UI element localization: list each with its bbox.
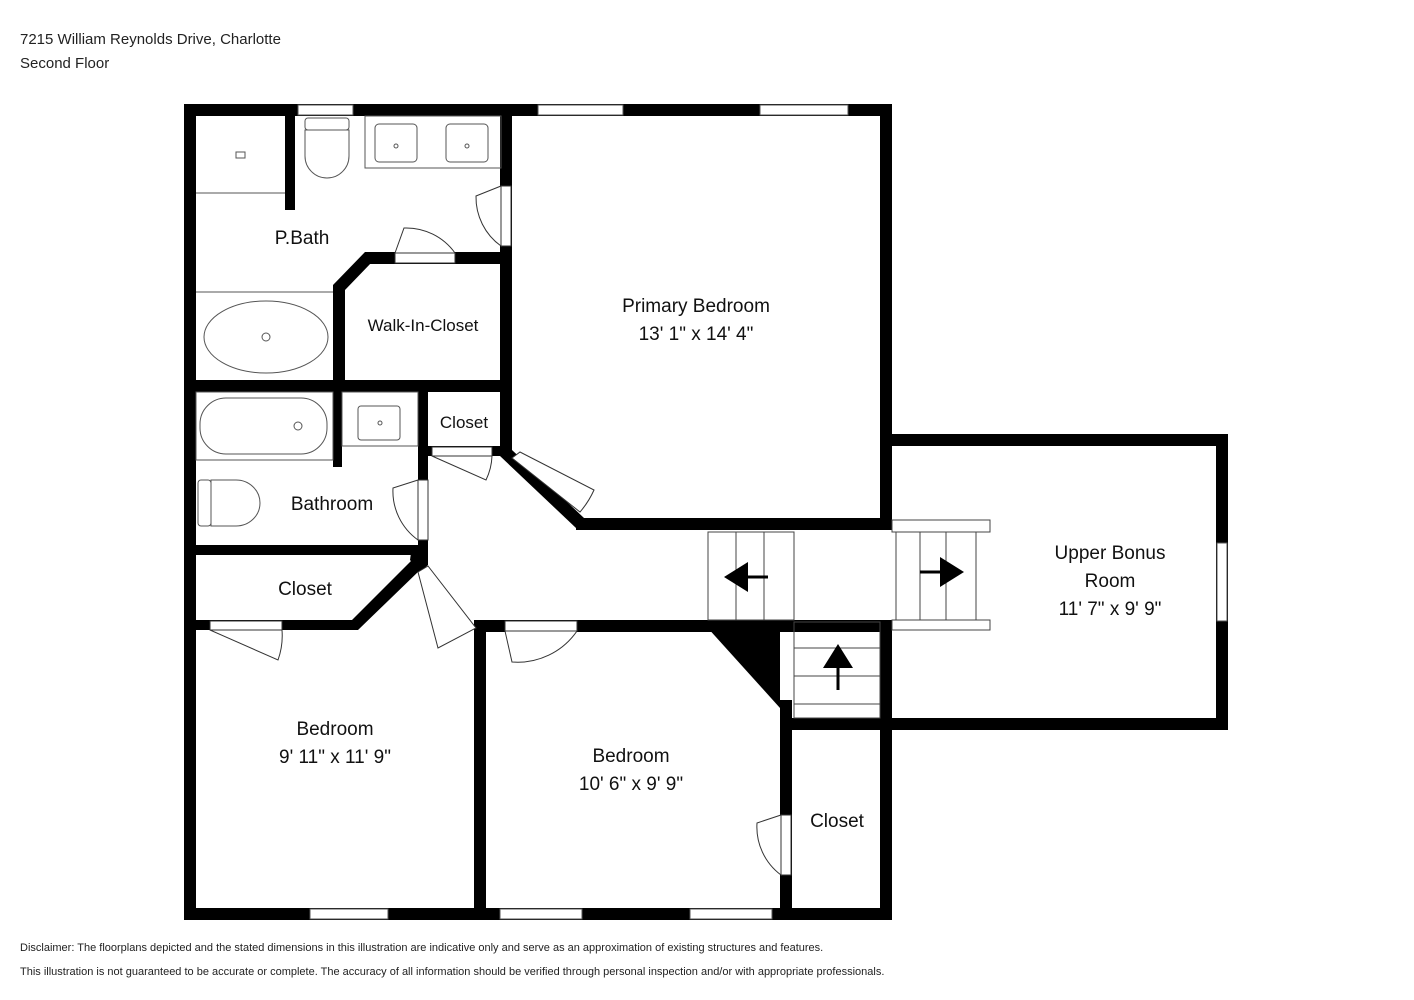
door-swing <box>392 479 419 541</box>
wall-closet-left-corner <box>410 546 428 572</box>
sink-icon <box>357 405 401 441</box>
door-opening <box>780 814 792 876</box>
wall-bedroom-divider <box>474 626 486 920</box>
room-label-upper-bonus-2: Room <box>1085 571 1136 592</box>
door-opening <box>394 252 456 264</box>
door-opening <box>431 446 493 457</box>
window <box>689 908 773 920</box>
room-label-closet-hall: Closet <box>440 413 488 432</box>
doors <box>209 185 792 876</box>
door-swing <box>431 455 493 481</box>
room-label-bedroom-mid: Bedroom <box>592 746 669 767</box>
wall-left <box>184 104 196 920</box>
window <box>759 104 849 116</box>
door-opening <box>500 185 512 247</box>
sink-icon <box>445 123 489 163</box>
door-swing <box>504 630 578 663</box>
toilet-tank-icon <box>197 479 212 527</box>
stair-void <box>706 626 780 708</box>
room-dims-upper-bonus: 11' 7" x 9' 9" <box>1059 599 1162 620</box>
wall-bath-primary <box>500 104 512 454</box>
room-dims-bedroom-left: 9' 11" x 11' 9" <box>279 747 391 768</box>
toilet-tank-icon <box>304 117 350 131</box>
room-label-walk-in-closet: Walk-In-Closet <box>368 316 479 335</box>
wall-right-upper <box>880 104 892 524</box>
bathtub-icon <box>199 397 328 455</box>
room-label-pbath: P.Bath <box>275 228 330 249</box>
window <box>537 104 624 116</box>
wall-closet-left-chamfer <box>352 560 420 630</box>
stair-flight <box>707 531 795 621</box>
wall-closet-hall-left <box>418 380 428 450</box>
property-address: 7215 William Reynolds Drive, Charlotte <box>20 31 281 48</box>
toilet-bowl-icon <box>210 479 261 527</box>
disclaimer-line-2: This illustration is not guaranteed to b… <box>20 966 885 978</box>
windows <box>297 104 1228 920</box>
shower-drain-icon <box>235 151 246 159</box>
disclaimer-line-1: Disclaimer: The floorplans depicted and … <box>20 942 824 954</box>
wall-bath-partition <box>333 392 342 467</box>
door-opening <box>417 479 429 541</box>
wall-wic-chamfer <box>333 252 372 290</box>
door-swing <box>756 814 782 876</box>
room-dims-bedroom-mid: 10' 6" x 9' 9" <box>579 774 683 795</box>
wall-pbath-bathroom <box>184 380 512 392</box>
door-swing <box>417 565 477 649</box>
bathtub-icon <box>203 300 329 374</box>
wall-right-lower <box>880 620 892 920</box>
wall-wic-left <box>333 285 345 387</box>
door-swing <box>394 227 456 254</box>
wall-primary-bottom <box>576 518 892 530</box>
arrow-right-icon <box>940 557 964 587</box>
room-label-upper-bonus-1: Upper Bonus <box>1055 543 1166 564</box>
sink-icon <box>374 123 418 163</box>
disclaimer: Disclaimer: The floorplans depicted and … <box>20 936 884 984</box>
wall-primary-chamfer <box>500 450 584 528</box>
room-label-primary-bedroom: Primary Bedroom <box>622 296 770 317</box>
room-label-closet-right: Closet <box>810 811 865 832</box>
room-labels: P.Bath Walk-In-Closet Primary Bedroom 13… <box>275 228 1166 832</box>
arrow-left-icon <box>724 562 748 592</box>
wall-bathroom-bottom <box>184 545 428 555</box>
fixtures <box>195 115 502 527</box>
wall-bonus-top <box>892 434 1228 446</box>
window <box>297 104 354 116</box>
window <box>1216 542 1228 622</box>
room-label-bedroom-left: Bedroom <box>296 719 373 740</box>
wall-shower <box>285 116 295 210</box>
vanity-counter <box>364 115 502 169</box>
wall-bonus-bottom <box>892 718 1228 730</box>
door-swing <box>475 185 502 247</box>
window <box>309 908 389 920</box>
door-opening <box>209 620 283 631</box>
room-label-bathroom: Bathroom <box>291 494 373 515</box>
door-opening <box>504 620 578 632</box>
room-dims-primary-bedroom: 13' 1" x 14' 4" <box>639 324 754 345</box>
toilet-bowl-icon <box>304 129 350 179</box>
door-swing <box>209 629 283 661</box>
wall-closet-right-left <box>780 700 792 920</box>
arrow-up-icon <box>823 644 853 668</box>
wall-closet-right-top <box>780 718 892 730</box>
header: 7215 William Reynolds Drive, Charlotte S… <box>20 28 281 76</box>
window <box>499 908 583 920</box>
stairs <box>707 519 991 719</box>
door-swing <box>511 451 595 513</box>
floor-label: Second Floor <box>20 55 110 72</box>
room-label-closet-left: Closet <box>278 579 333 600</box>
